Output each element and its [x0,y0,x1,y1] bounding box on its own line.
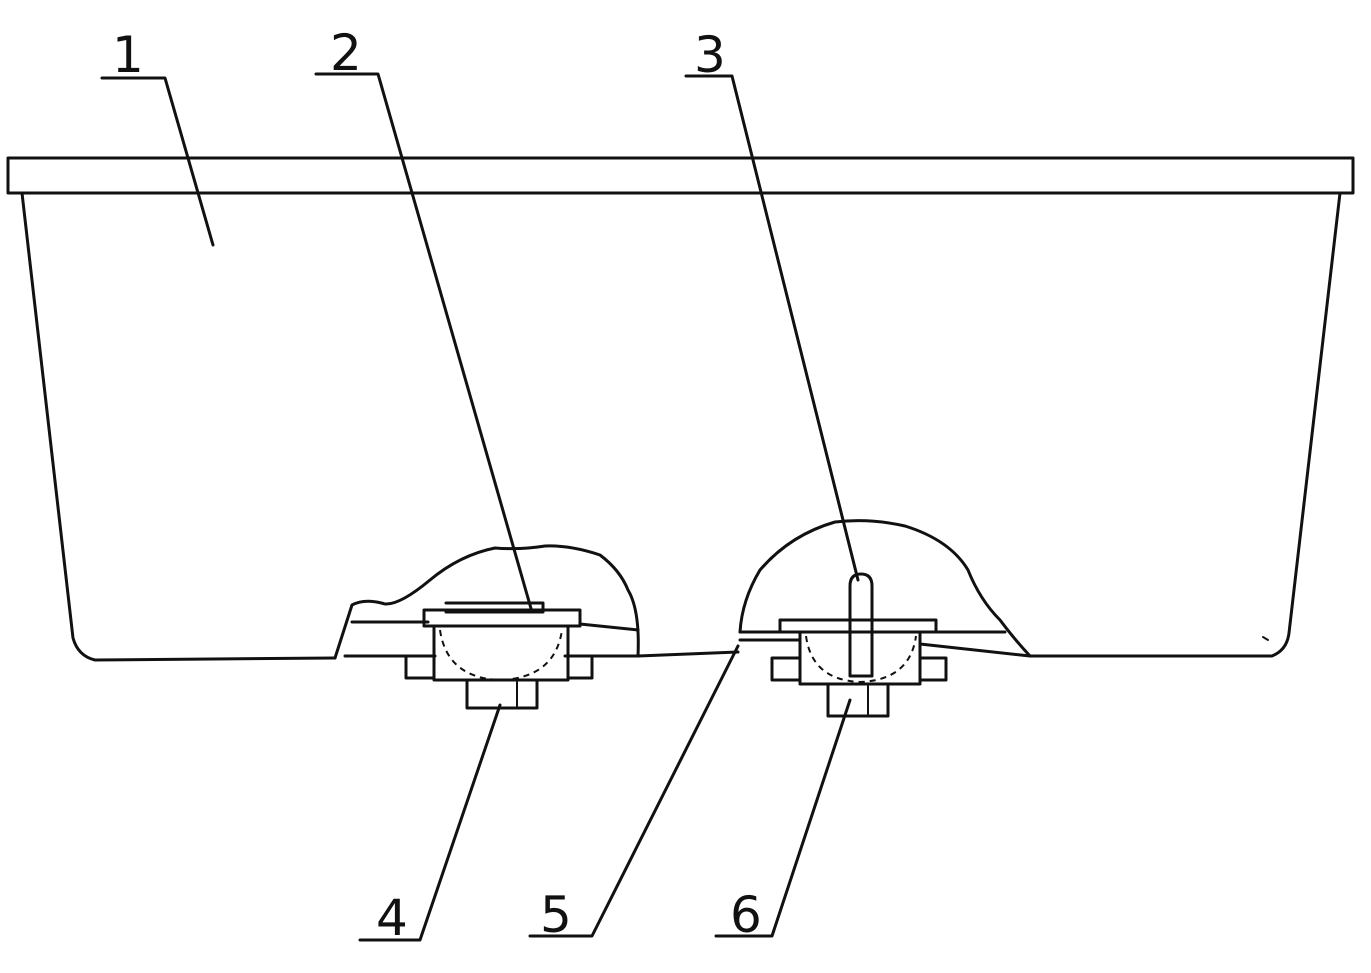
container-rim [6,156,1355,195]
label-5: 5 [540,886,572,944]
leader-lines [100,72,860,942]
container-body [20,191,1342,662]
label-4: 4 [376,889,408,947]
label-3: 3 [694,26,726,84]
reference-numerals: 1 2 3 4 5 6 [112,24,762,947]
label-6: 6 [730,886,762,944]
label-2: 2 [330,24,362,82]
right-cutaway [738,519,1032,658]
right-drain-fitting [770,572,948,718]
left-drain-fitting [404,601,594,710]
label-1: 1 [112,26,144,84]
